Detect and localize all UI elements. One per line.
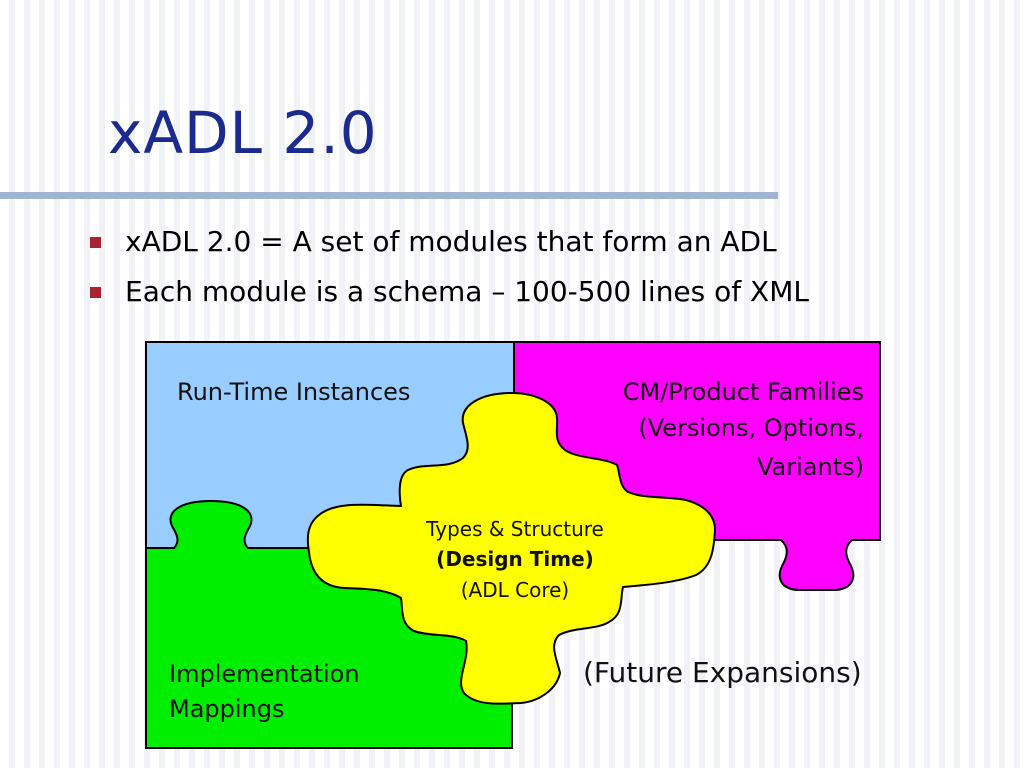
runtime-instances-label: Run-Time Instances xyxy=(177,378,410,406)
square-bullet-icon xyxy=(90,287,101,298)
slide-title: xADL 2.0 xyxy=(108,99,378,167)
implementation-label-line-2: Mappings xyxy=(169,695,285,723)
types-structure-label: Types & Structure (Design Time) (ADL Cor… xyxy=(425,517,604,602)
types-label-line-3: (ADL Core) xyxy=(461,578,569,602)
title-divider xyxy=(0,192,778,199)
types-label-line-2: (Design Time) xyxy=(436,547,594,571)
bullet-text: xADL 2.0 = A set of modules that form an… xyxy=(125,225,777,258)
cm-label-line-3: Variants) xyxy=(757,453,864,481)
types-structure-piece xyxy=(306,391,717,705)
cm-product-families-label: CM/Product Families (Versions, Options, … xyxy=(623,378,864,481)
square-bullet-icon xyxy=(90,237,101,248)
cm-label-line-1: CM/Product Families xyxy=(623,378,864,406)
future-expansions-label: (Future Expansions) xyxy=(583,656,862,689)
types-label-line-1: Types & Structure xyxy=(425,517,604,541)
implementation-mappings-label: Implementation Mappings xyxy=(169,660,360,723)
implementation-label-line-1: Implementation xyxy=(169,660,360,688)
bullet-text: Each module is a schema – 100-500 lines … xyxy=(125,275,809,308)
cm-label-line-2: (Versions, Options, xyxy=(638,414,864,442)
